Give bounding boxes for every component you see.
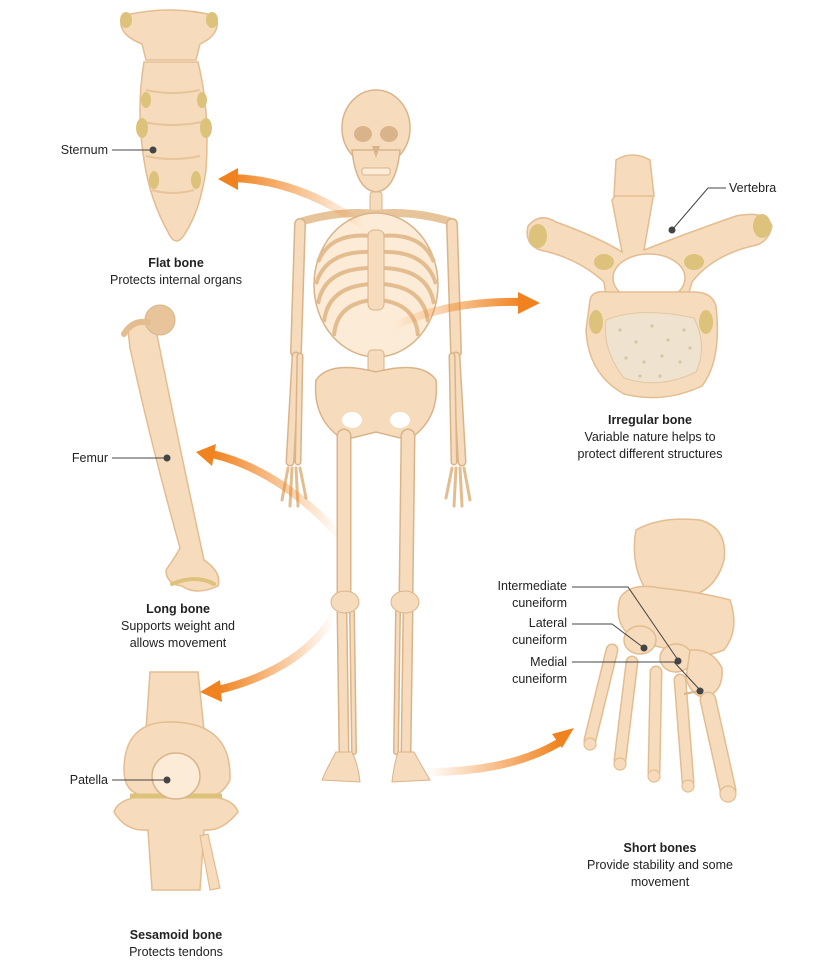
knee-left [330, 590, 360, 614]
label-intermediate-cuneiform-line1: Intermediate [497, 579, 567, 593]
sternum-illustration [120, 9, 218, 242]
caption-irregular-bone-title: Irregular bone [607, 413, 693, 427]
label-medial-cuneiform: Medial cuneiform [460, 654, 567, 688]
spongy-texture [618, 324, 692, 378]
label-femur: Femur [71, 451, 108, 465]
skeleton-illustration [280, 89, 472, 783]
caption-short-bones-title: Short bones [623, 841, 697, 855]
label-sternum: Sternum [60, 143, 108, 157]
foot-left [321, 751, 361, 783]
caption-short-bones-desc-1: Provide stability and some [587, 858, 733, 872]
arrow-to-long [208, 450, 344, 540]
arrow-to-irregular [390, 297, 526, 330]
metatarsals [583, 643, 737, 799]
caption-sesamoid-bone-title: Sesamoid bone [129, 928, 223, 942]
label-intermediate-cuneiform-line2: cuneiform [512, 596, 567, 610]
patella-bone [151, 752, 201, 800]
eye-socket-left [354, 126, 372, 142]
label-lateral-cuneiform-line2: cuneiform [512, 633, 567, 647]
caption-short-bones-desc-2: movement [630, 875, 690, 889]
arrowhead-sesamoid [200, 680, 222, 702]
arrows [196, 168, 574, 776]
vertebra-illustration [526, 154, 773, 399]
caption-long-bone: Long bone Supports weight and allows mov… [86, 601, 270, 652]
label-medial-cuneiform-line1: Medial [530, 655, 567, 669]
ribs [314, 233, 438, 337]
label-vertebra: Vertebra [729, 181, 777, 195]
label-lateral-cuneiform: Lateral cuneiform [460, 615, 567, 649]
leader-lines [112, 146, 726, 784]
hands [280, 466, 472, 508]
caption-long-bone-desc-2: allows movement [129, 636, 227, 650]
arrowhead-short [552, 728, 574, 748]
caption-irregular-bone-desc-1: Variable nature helps to [584, 430, 716, 444]
caption-short-bones: Short bones Provide stability and some m… [550, 840, 770, 891]
caption-flat-bone-title: Flat bone [148, 256, 204, 270]
legs [336, 428, 416, 758]
caption-flat-bone-desc: Protects internal organs [109, 273, 242, 287]
lateral-cuneiform-bone [623, 625, 657, 655]
knee-right [390, 590, 420, 614]
eye-socket-right [380, 126, 398, 142]
caption-sesamoid-bone: Sesamoid bone Protects tendons [76, 927, 276, 961]
caption-irregular-bone-desc-2: protect different structures [577, 447, 723, 461]
pelvis-hole-left [342, 412, 362, 428]
arrow-to-short [422, 738, 564, 776]
knee-illustration [113, 671, 239, 891]
caption-flat-bone: Flat bone Protects internal organs [76, 255, 276, 289]
caption-irregular-bone: Irregular bone Variable nature helps to … [540, 412, 760, 463]
label-intermediate-cuneiform: Intermediate cuneiform [460, 578, 567, 612]
label-patella: Patella [69, 773, 108, 787]
label-medial-cuneiform-line2: cuneiform [512, 672, 567, 686]
caption-sesamoid-bone-desc: Protects tendons [129, 945, 223, 959]
caption-long-bone-title: Long bone [146, 602, 210, 616]
nasal-cavity [372, 146, 380, 158]
toe-joints [583, 737, 737, 803]
foot-right [391, 751, 431, 783]
pelvis [314, 366, 438, 441]
caption-long-bone-desc-1: Supports weight and [121, 619, 235, 633]
sternum-small [367, 229, 385, 311]
arrowhead-flat [218, 168, 238, 190]
medial-cuneiform-bone [685, 649, 723, 699]
arrow-to-flat [228, 174, 368, 230]
arrowhead-long [196, 444, 216, 466]
arrow-to-sesamoid [214, 612, 338, 694]
foot-illustration [583, 518, 737, 803]
label-lateral-cuneiform-line1: Lateral [528, 616, 567, 630]
teeth [361, 167, 391, 176]
pelvis-hole-right [390, 412, 410, 428]
femur-illustration [121, 304, 220, 592]
arrowhead-irregular [518, 292, 540, 314]
arms [285, 218, 467, 467]
